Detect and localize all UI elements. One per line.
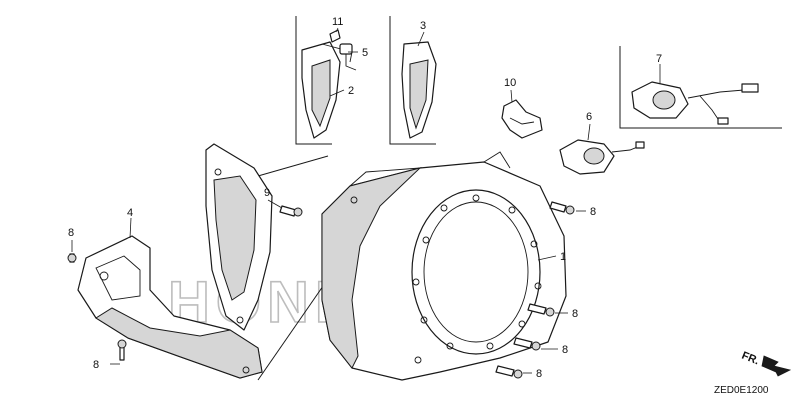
front-label: FR. xyxy=(740,350,761,368)
callout-8e: 8 xyxy=(68,227,74,239)
grommet-part xyxy=(339,43,357,71)
callout-6: 6 xyxy=(586,111,592,123)
callout-8d: 8 xyxy=(536,368,542,380)
cover-bolt-holes xyxy=(350,194,542,364)
front-arrow-icon xyxy=(761,355,792,377)
fan-cover-part xyxy=(321,151,567,381)
diagram-code: ZED0E1200 xyxy=(714,385,769,396)
frame-part-2 xyxy=(295,16,332,145)
callout-7: 7 xyxy=(656,53,662,65)
front-direction-marker: FR. xyxy=(740,350,792,377)
ignition-part xyxy=(631,81,759,125)
clip-part xyxy=(329,29,341,43)
frame-part-3 xyxy=(389,16,436,145)
bolt-set xyxy=(67,201,575,379)
assembly-line-top xyxy=(257,155,329,177)
callout-11: 11 xyxy=(332,16,343,28)
callout-9: 9 xyxy=(264,187,270,199)
leader-lines xyxy=(71,27,661,374)
bracket-clip-part xyxy=(501,99,543,139)
callout-8b: 8 xyxy=(572,308,578,320)
callout-3: 3 xyxy=(420,20,426,32)
assembly-line-bottom xyxy=(257,275,331,381)
callout-5: 5 xyxy=(362,47,368,59)
shroud-panel-part xyxy=(205,143,273,331)
callout-8c: 8 xyxy=(562,344,568,356)
callout-2: 2 xyxy=(348,85,354,97)
spark-plug-cover-variant-part xyxy=(401,41,437,139)
spark-plug-cover-part xyxy=(301,41,353,139)
callout-4: 4 xyxy=(127,207,133,219)
callout-10: 10 xyxy=(504,77,516,89)
callout-8a: 8 xyxy=(590,206,596,218)
callout-1: 1 xyxy=(560,251,566,263)
switch-part xyxy=(559,139,645,175)
air-guide-part xyxy=(77,235,263,379)
callout-8f: 8 xyxy=(93,359,99,371)
